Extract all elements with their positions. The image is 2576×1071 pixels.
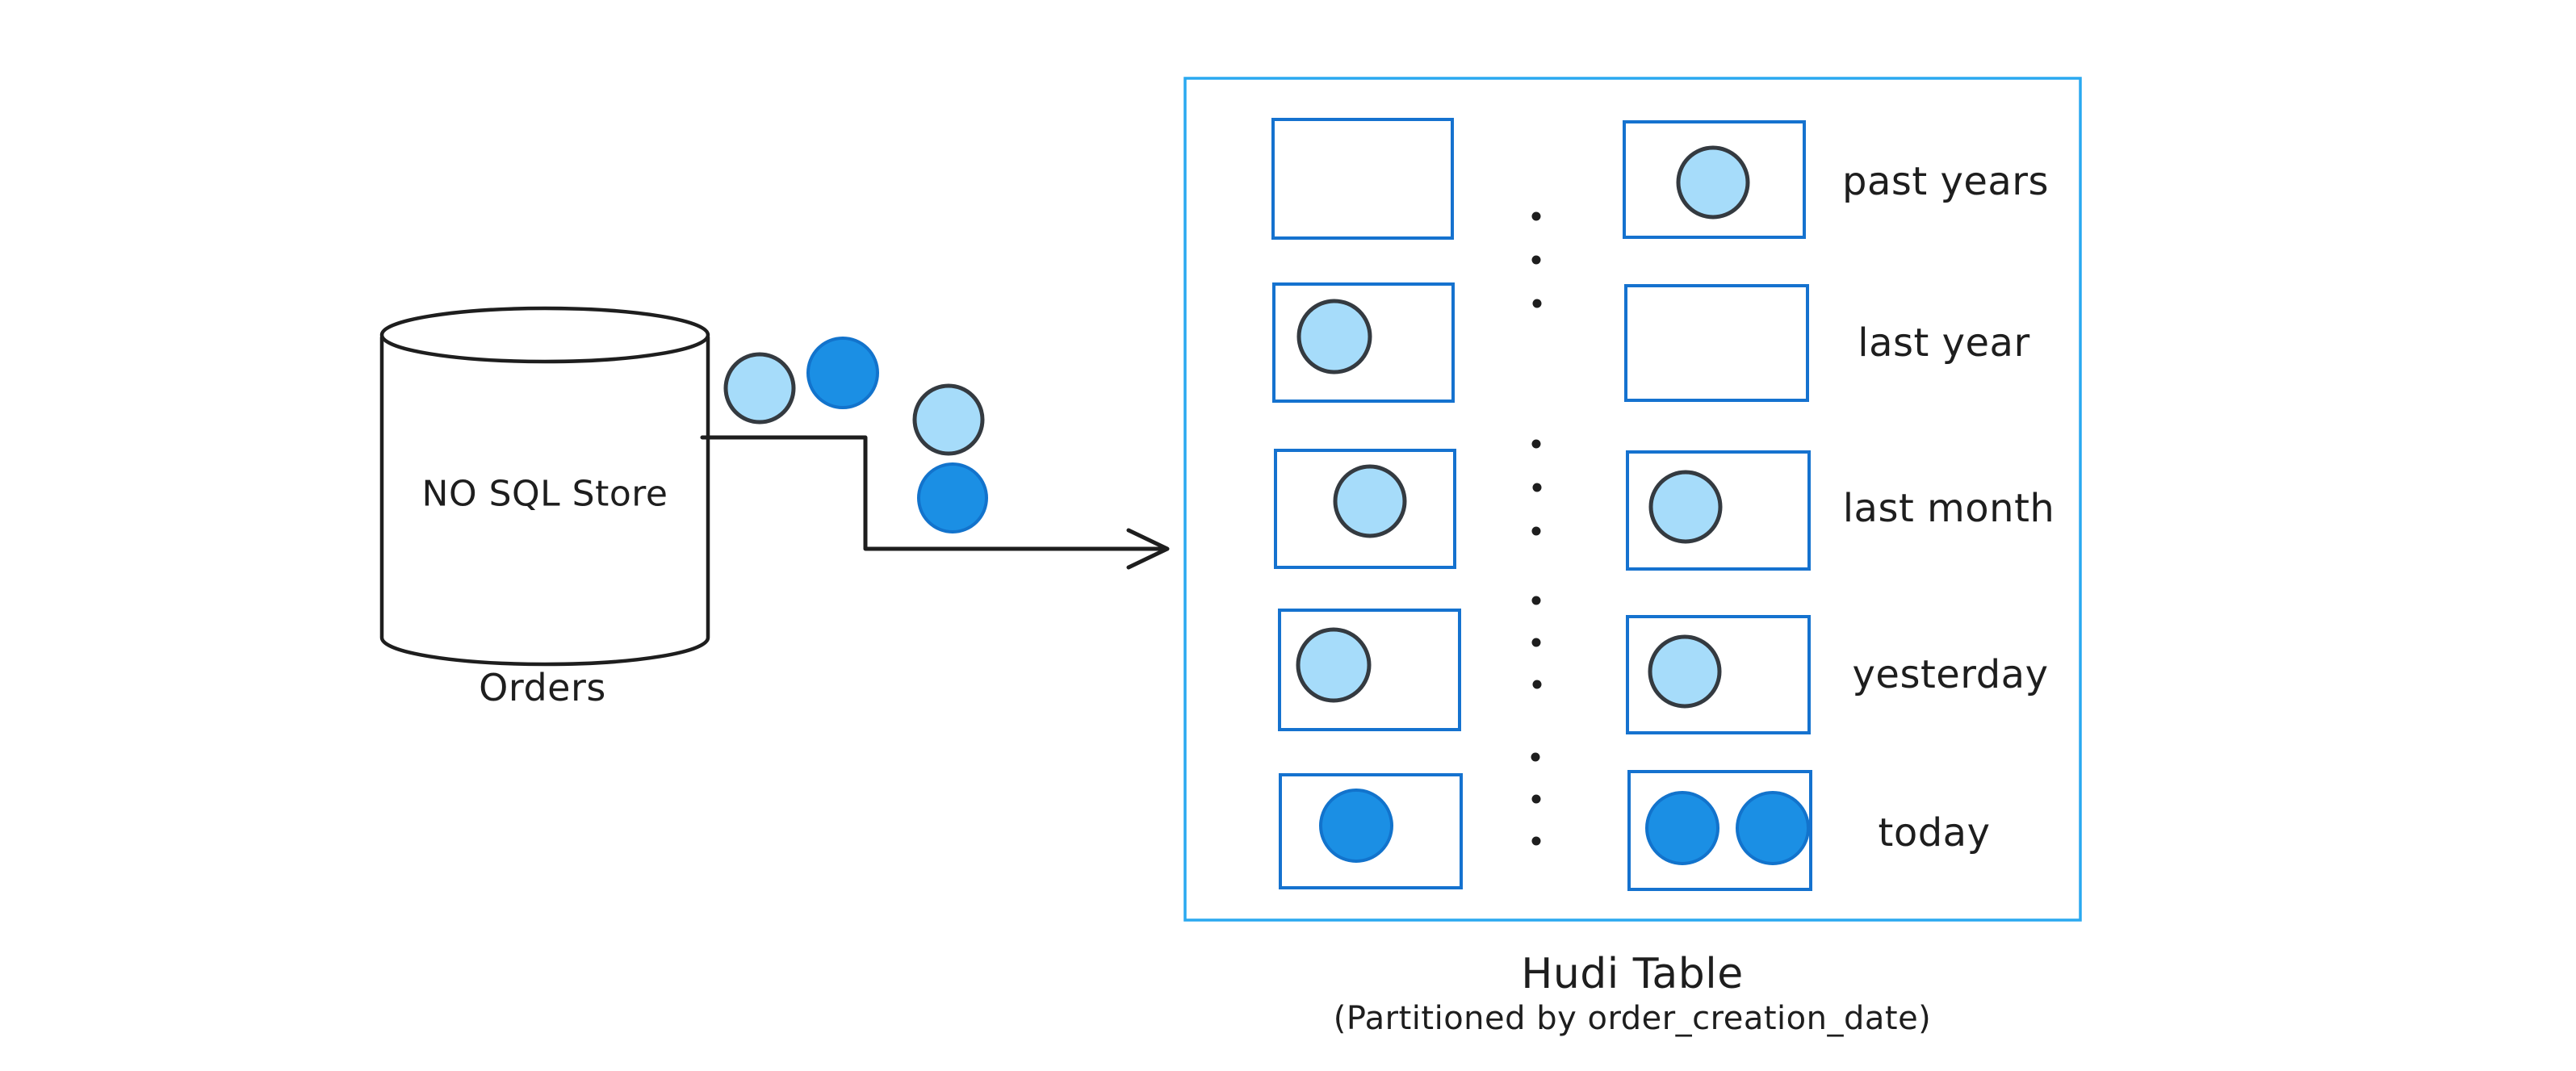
ingest-arrow: [700, 435, 1170, 570]
ingest-arrowhead: [1126, 528, 1170, 570]
orders-caption: Orders: [479, 666, 606, 709]
dot: [1531, 596, 1541, 605]
partition-box-right-last-year: [1624, 284, 1809, 402]
nosql-cylinder: [379, 306, 710, 667]
partition-label-yesterday: yesterday: [1853, 652, 2049, 697]
dot: [1531, 211, 1541, 221]
partition-label-past-years: past years: [1842, 159, 2049, 204]
dot: [1532, 680, 1542, 689]
file-circle-light-yesterday-right: [1648, 634, 1722, 709]
dot: [1531, 794, 1541, 804]
dot: [1532, 483, 1542, 492]
partition-box-left-past-years: [1271, 118, 1454, 240]
dot: [1531, 836, 1541, 846]
ellipsis-dots: [1531, 211, 1542, 846]
stream-record-dark-1: [806, 337, 879, 409]
file-circle-light-yesterday-left: [1296, 627, 1372, 703]
dot: [1531, 752, 1540, 762]
cylinder-top: [379, 306, 710, 364]
hudi-table-border: [1183, 77, 2082, 922]
partition-files: [1296, 145, 1810, 865]
dot: [1531, 638, 1541, 647]
dot: [1531, 439, 1541, 449]
hudi-table-subtitle: (Partitioned by order_creation_date): [1334, 1000, 1932, 1037]
partition-label-last-month: last month: [1843, 486, 2055, 531]
file-circle-light-last-month-right: [1648, 470, 1723, 544]
partition-label-today: today: [1879, 810, 1991, 856]
stream-record-light-2: [912, 383, 985, 456]
nosql-store-label: NO SQL Store: [422, 474, 668, 515]
file-circle-light-last-month-left: [1333, 464, 1407, 538]
file-circle-light-past-years-right: [1676, 145, 1750, 220]
dot: [1532, 299, 1542, 308]
partition-labels: past years last year last month yesterda…: [1842, 159, 2055, 856]
file-circle-dark-today-right-1: [1645, 791, 1719, 865]
file-circle-dark-today-right-2: [1736, 791, 1810, 865]
dot: [1531, 526, 1541, 536]
partition-label-last-year: last year: [1858, 320, 2029, 366]
file-circle-light-last-year-left: [1296, 299, 1372, 374]
file-circle-dark-today-left: [1319, 789, 1393, 863]
dot: [1531, 255, 1541, 265]
hudi-table-title: Hudi Table: [1521, 950, 1744, 998]
cylinder-body: [379, 335, 710, 667]
ingest-arrow-line: [700, 435, 1169, 551]
stream-record-light-1: [723, 352, 796, 425]
record-stream: [723, 337, 988, 533]
stream-record-dark-2: [917, 462, 988, 533]
